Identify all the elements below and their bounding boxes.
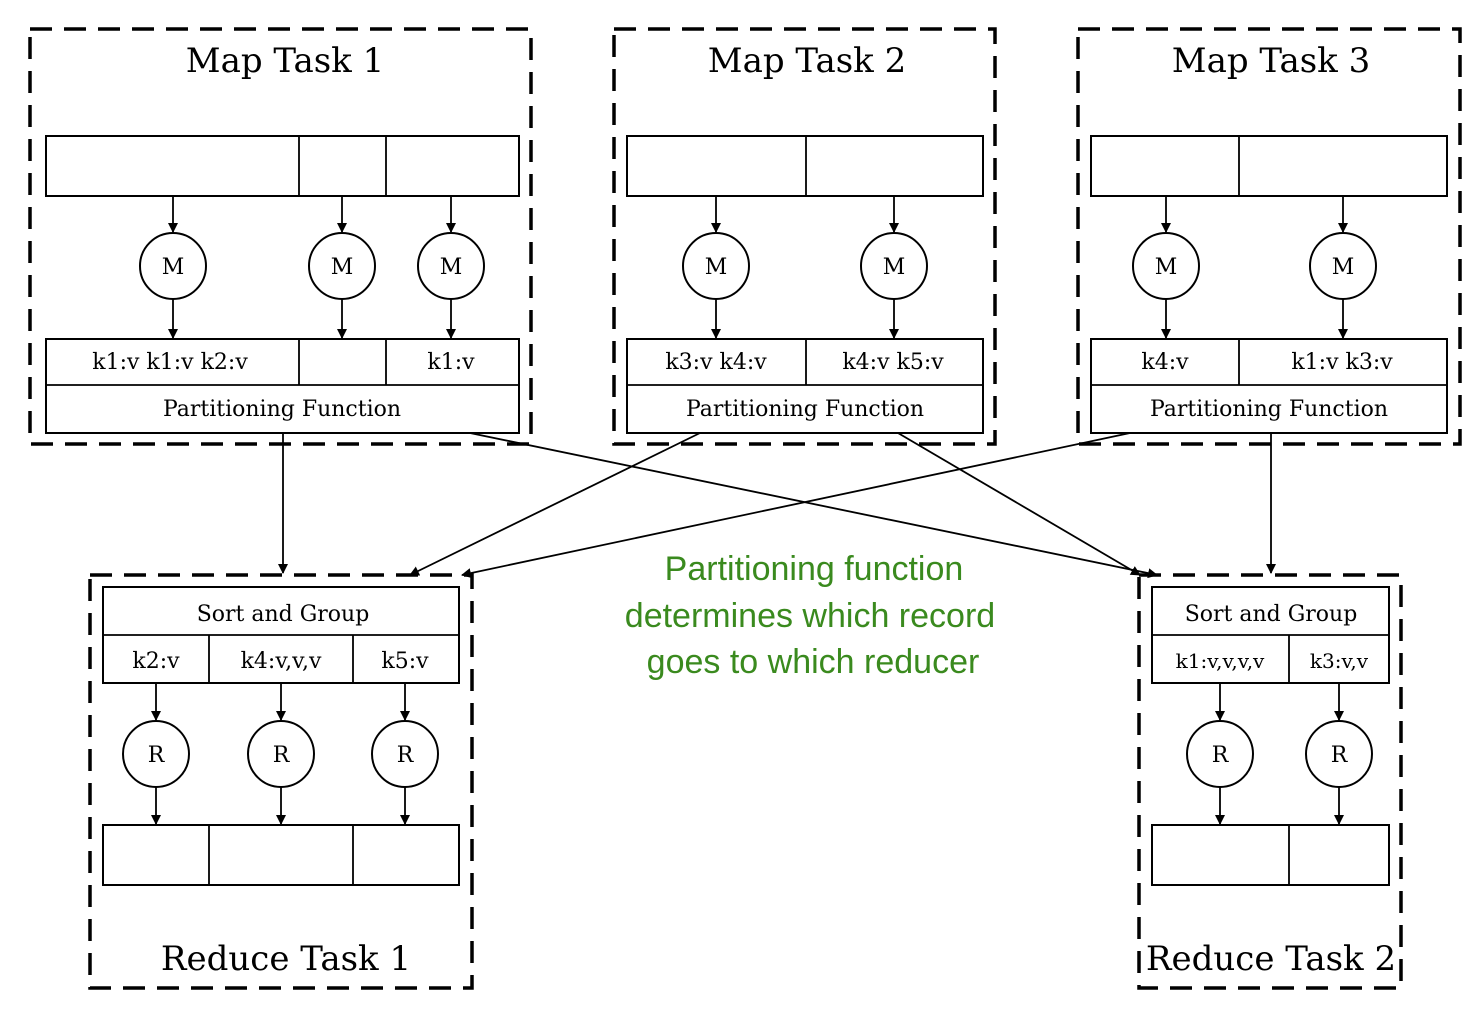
- reduce-task-1: Sort and Group k2:v k4:v,v,v k5:v R R R …: [88, 573, 474, 990]
- group-cell: k3:v,v: [1310, 649, 1369, 673]
- map-task-3-border: [1076, 27, 1462, 446]
- svg-text:R: R: [273, 743, 291, 768]
- edge-map2-reduce1: [409, 432, 701, 576]
- map-task-3-output: [1090, 338, 1448, 434]
- edge-map1-reduce2: [469, 432, 1158, 579]
- partitioning-function-label: Partitioning Function: [686, 397, 924, 422]
- partitioning-function-label: Partitioning Function: [1150, 397, 1388, 422]
- svg-text:M: M: [705, 255, 728, 280]
- annotation-line-2: determines which record: [625, 597, 995, 635]
- map-task-1-border: [28, 27, 533, 446]
- mapper-node: M: [1132, 232, 1200, 300]
- output-cell: k4:v k5:v: [842, 350, 944, 375]
- map-task-1: Map Task 1 M M M k1:v k1:v k2:v k1:v: [28, 27, 533, 446]
- reduce-task-2-output: [1151, 824, 1390, 886]
- map-task-3: Map Task 3 M M k4:v k1:v k3:v Partitioni…: [1076, 27, 1462, 446]
- group-cell: k4:v,v,v: [241, 649, 322, 674]
- svg-text:M: M: [331, 255, 354, 280]
- reducer-node: R: [1305, 720, 1373, 788]
- map-task-3-title: Map Task 3: [1172, 41, 1370, 81]
- group-cell: k1:v,v,v,v: [1176, 649, 1265, 673]
- partitioning-function-label: Partitioning Function: [163, 397, 401, 422]
- output-cell: k1:v k1:v k2:v: [92, 350, 248, 375]
- map-task-3-input: [1090, 135, 1448, 197]
- map-task-1-input: [45, 135, 520, 197]
- mapper-node: M: [417, 232, 485, 300]
- edge-map2-reduce2: [897, 432, 1141, 576]
- reducer-node: R: [247, 720, 315, 788]
- output-cell: k1:v: [427, 350, 475, 375]
- mapper-node: M: [1309, 232, 1377, 300]
- svg-text:M: M: [162, 255, 185, 280]
- reducer-node: R: [371, 720, 439, 788]
- output-cell: k3:v k4:v: [665, 350, 767, 375]
- reduce-task-2-title: Reduce Task 2: [1146, 939, 1396, 979]
- svg-text:R: R: [148, 743, 166, 768]
- map-task-2-output: [626, 338, 984, 434]
- output-cell: k1:v k3:v: [1291, 350, 1393, 375]
- svg-text:M: M: [1332, 255, 1355, 280]
- svg-text:R: R: [1212, 743, 1230, 768]
- reduce-task-2: Sort and Group k1:v,v,v,v k3:v,v R R Red…: [1137, 573, 1403, 990]
- reduce-task-2-border: [1137, 573, 1403, 990]
- annotation: Partitioning function determines which r…: [625, 550, 995, 681]
- group-cell: k2:v: [132, 649, 180, 674]
- mapper-node: M: [860, 232, 928, 300]
- svg-text:R: R: [1331, 743, 1349, 768]
- group-cell: k5:v: [381, 649, 429, 674]
- svg-text:R: R: [397, 743, 415, 768]
- map-task-2: Map Task 2 M M k3:v k4:v k4:v k5:v Parti…: [612, 27, 997, 446]
- mapper-node: M: [682, 232, 750, 300]
- annotation-line-3: goes to which reducer: [647, 643, 980, 681]
- map-task-2-border: [612, 27, 997, 446]
- map-task-2-title: Map Task 2: [708, 41, 906, 81]
- reduce-task-1-output: [102, 824, 460, 886]
- svg-text:M: M: [883, 255, 906, 280]
- reduce-task-1-title: Reduce Task 1: [161, 939, 411, 979]
- edge-map3-reduce1: [461, 432, 1131, 579]
- reduce-task-1-border: [88, 573, 474, 990]
- mapper-node: M: [139, 232, 207, 300]
- svg-text:M: M: [440, 255, 463, 280]
- reducer-node: R: [1186, 720, 1254, 788]
- svg-text:M: M: [1155, 255, 1178, 280]
- shuffle-edges: [278, 432, 1276, 579]
- sort-and-group-label: Sort and Group: [197, 602, 370, 627]
- output-cell: k4:v: [1141, 350, 1189, 375]
- mapper-node: M: [308, 232, 376, 300]
- reducer-node: R: [122, 720, 190, 788]
- annotation-line-1: Partitioning function: [665, 550, 964, 588]
- sort-and-group-label: Sort and Group: [1185, 602, 1358, 627]
- map-task-2-input: [626, 135, 984, 197]
- map-task-1-title: Map Task 1: [186, 41, 384, 81]
